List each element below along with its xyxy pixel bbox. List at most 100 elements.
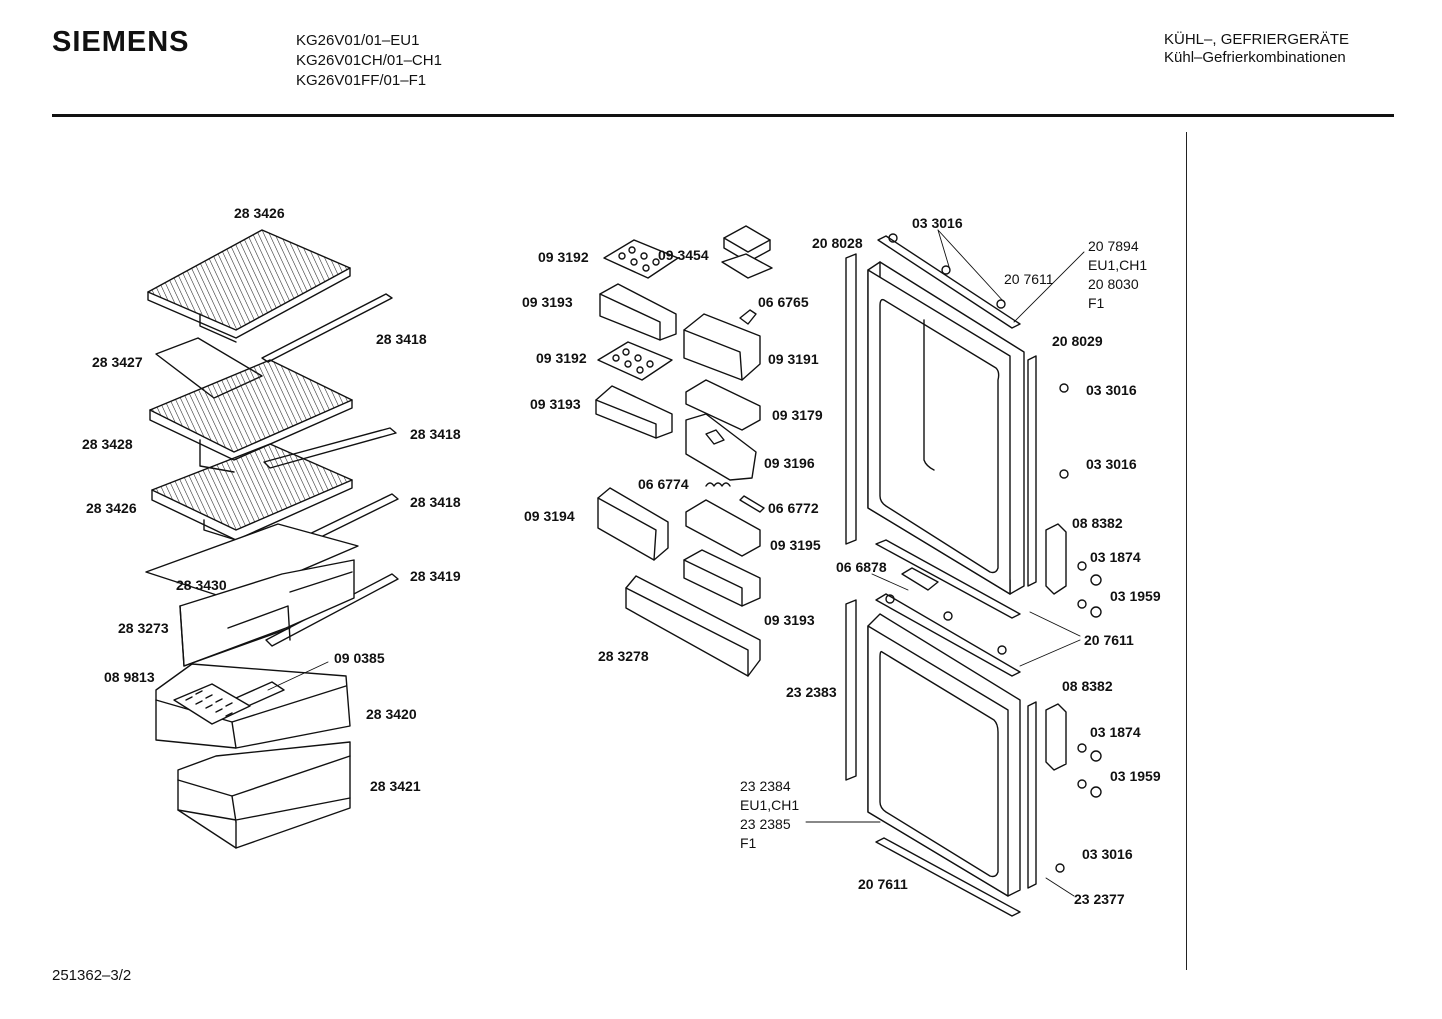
label-p11: 09 0385 bbox=[334, 650, 385, 666]
label-p22: 09 3179 bbox=[772, 407, 823, 423]
door-shelf-small-2 bbox=[595, 385, 673, 439]
label-p6: 28 3426 bbox=[86, 500, 137, 516]
freezer-drawer-lower bbox=[177, 741, 351, 849]
brand-logo: SIEMENS bbox=[52, 26, 190, 58]
lower-handle bbox=[1045, 703, 1067, 771]
label-p35: 03 3016 bbox=[1086, 456, 1137, 472]
label-p46: 20 7611 bbox=[858, 876, 908, 892]
label-p25: 06 6772 bbox=[768, 500, 819, 516]
bottom-rail bbox=[875, 837, 1021, 917]
wire-shelf-top bbox=[147, 229, 351, 343]
label-p24: 06 6774 bbox=[638, 476, 689, 492]
label-p45: 03 3016 bbox=[1082, 846, 1133, 862]
note-lower-3: 23 2385 bbox=[740, 816, 791, 832]
label-p5: 28 3418 bbox=[410, 426, 461, 442]
model-number-3: KG26V01FF/01–F1 bbox=[296, 72, 427, 89]
label-p26: 09 3194 bbox=[524, 508, 575, 524]
label-p4: 28 3428 bbox=[82, 436, 133, 452]
note-lower-1: 23 2384 bbox=[740, 778, 791, 794]
lower-door-side-strip bbox=[1027, 701, 1037, 889]
screws bbox=[1055, 383, 1102, 873]
pin-part bbox=[739, 495, 765, 513]
part-labels: 28 3426 28 3418 28 3427 28 3428 28 3418 … bbox=[82, 205, 1161, 907]
label-p44: 03 1959 bbox=[1110, 768, 1161, 784]
door-shelf-medium-2 bbox=[683, 549, 761, 607]
label-p16: 09 3454 bbox=[658, 247, 709, 263]
knob-part bbox=[739, 309, 757, 325]
door-shelf-tall bbox=[683, 313, 761, 381]
door-shelf-left-bin bbox=[597, 487, 669, 561]
label-p31: 03 3016 bbox=[912, 215, 963, 231]
door-compartment-cover bbox=[685, 413, 757, 481]
middle-hinge-rail bbox=[875, 539, 1021, 619]
label-p1: 28 3426 bbox=[234, 205, 285, 221]
label-p15: 09 3192 bbox=[538, 249, 589, 265]
label-p42: 08 8382 bbox=[1062, 678, 1113, 694]
category-subtitle: Kühl–Gefrierkombinationen bbox=[1164, 49, 1346, 66]
note-upper-1: 20 7894 bbox=[1088, 238, 1139, 254]
bottle-rack bbox=[625, 575, 761, 677]
header-divider bbox=[52, 114, 1394, 117]
margin-divider bbox=[1186, 132, 1187, 970]
label-p21: 09 3193 bbox=[530, 396, 581, 412]
door-shelf-flap bbox=[685, 379, 761, 431]
label-p36: 08 8382 bbox=[1072, 515, 1123, 531]
label-p9: 28 3419 bbox=[410, 568, 461, 584]
upper-door-hinge-rail bbox=[877, 233, 1021, 329]
lower-door-seal-strip bbox=[845, 599, 857, 781]
leader-lines bbox=[267, 229, 1085, 897]
label-p10: 28 3273 bbox=[118, 620, 169, 636]
freezer-drawer-upper bbox=[155, 663, 351, 749]
label-p18: 06 6765 bbox=[758, 294, 809, 310]
door-shelf-medium-1 bbox=[685, 499, 761, 557]
model-number-1: KG26V01/01–EU1 bbox=[296, 32, 420, 49]
label-p29: 28 3278 bbox=[598, 648, 649, 664]
upper-door-panel bbox=[867, 261, 1025, 595]
label-p23: 09 3196 bbox=[764, 455, 815, 471]
spring-part bbox=[705, 482, 731, 487]
label-p14: 28 3421 bbox=[370, 778, 421, 794]
note-lower-2: EU1,CH1 bbox=[740, 797, 799, 813]
upper-door-seal-strip bbox=[845, 253, 857, 545]
note-upper-3: 20 8030 bbox=[1088, 276, 1139, 292]
label-p40: 20 7611 bbox=[1084, 632, 1134, 648]
label-p28: 09 3193 bbox=[764, 612, 815, 628]
egg-tray-1 bbox=[603, 239, 679, 279]
egg-tray-2 bbox=[597, 341, 673, 381]
lower-door-panel bbox=[867, 613, 1021, 897]
note-upper-2: EU1,CH1 bbox=[1088, 257, 1147, 273]
label-p13: 28 3420 bbox=[366, 706, 417, 722]
label-p33: 20 8029 bbox=[1052, 333, 1103, 349]
label-p12: 08 9813 bbox=[104, 669, 155, 685]
label-p34: 03 3016 bbox=[1086, 382, 1137, 398]
upper-handle bbox=[1045, 523, 1067, 595]
label-p41: 23 2383 bbox=[786, 684, 837, 700]
note-upper-4: F1 bbox=[1088, 295, 1105, 311]
label-p39: 06 6878 bbox=[836, 559, 887, 575]
ice-cube-tray bbox=[173, 683, 251, 725]
label-p19: 09 3192 bbox=[536, 350, 587, 366]
note-lower-4: F1 bbox=[740, 835, 757, 851]
label-p3: 28 3427 bbox=[92, 354, 143, 370]
upper-door-side-strip bbox=[1027, 355, 1037, 587]
glass-plate bbox=[145, 523, 359, 601]
label-p2: 28 3418 bbox=[376, 331, 427, 347]
label-p32: 20 7611 bbox=[1004, 271, 1054, 287]
label-p27: 09 3195 bbox=[770, 537, 821, 553]
label-p38: 03 1959 bbox=[1110, 588, 1161, 604]
label-p7: 28 3418 bbox=[410, 494, 461, 510]
wire-shelf-lower bbox=[151, 443, 353, 541]
label-p8: 28 3430 bbox=[176, 577, 227, 593]
label-p30: 20 8028 bbox=[812, 235, 863, 251]
door-shelf-small-1 bbox=[599, 283, 677, 341]
label-p47: 23 2377 bbox=[1074, 891, 1125, 907]
label-p20: 09 3191 bbox=[768, 351, 819, 367]
label-p43: 03 1874 bbox=[1090, 724, 1141, 740]
lower-hinge-rail bbox=[875, 593, 1021, 677]
category-title: KÜHL–, GEFRIERGERÄTE bbox=[1164, 31, 1350, 48]
label-p37: 03 1874 bbox=[1090, 549, 1141, 565]
label-p17: 09 3193 bbox=[522, 294, 573, 310]
crisper-drawer bbox=[179, 559, 355, 667]
model-number-2: KG26V01CH/01–CH1 bbox=[296, 52, 442, 69]
